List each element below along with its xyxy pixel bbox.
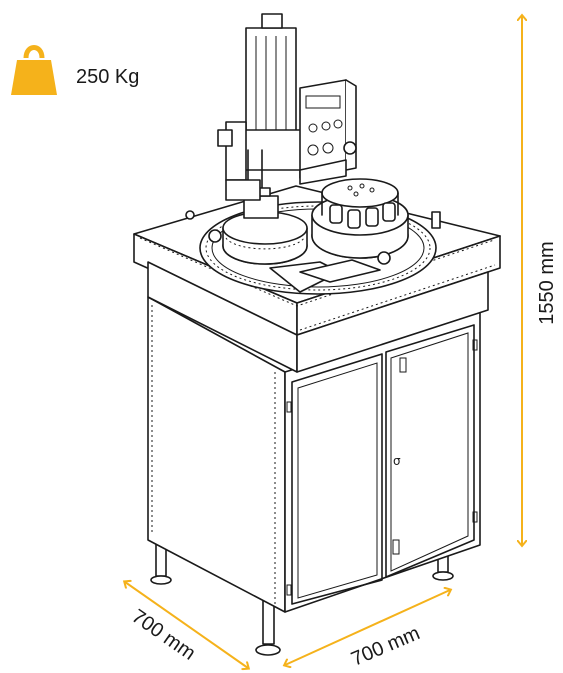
depth-dimension-arrow [125, 582, 248, 668]
depth-label: 700 mm [128, 605, 200, 664]
left-carousel [222, 195, 308, 265]
svg-text:σ: σ [393, 454, 401, 468]
machine-drawing: σ [133, 13, 501, 656]
cabinet: σ [147, 296, 481, 613]
height-label: 1550 mm [536, 241, 558, 324]
bracket [185, 210, 441, 293]
width-dimension-arrow [285, 590, 450, 665]
legs [150, 539, 454, 656]
control-panel [299, 79, 357, 185]
press-column [217, 13, 309, 201]
width-label: 700 mm [348, 622, 423, 670]
right-carousel [311, 178, 409, 259]
weight-label: 250 Kg [76, 66, 139, 88]
weight-icon [11, 45, 57, 95]
